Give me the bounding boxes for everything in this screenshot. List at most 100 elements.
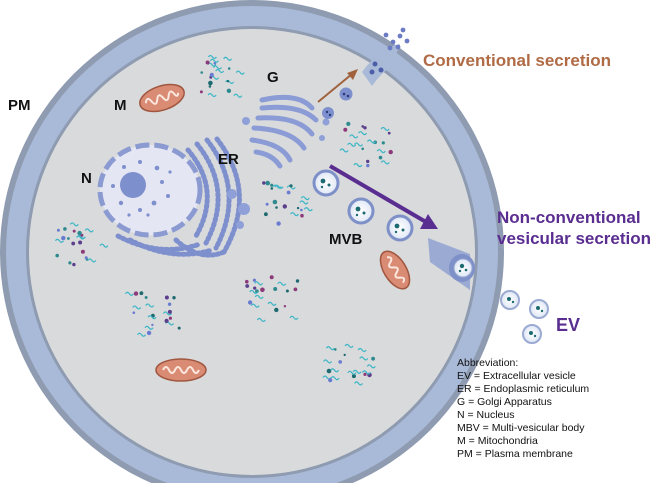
protein-dot xyxy=(289,184,293,188)
er-vesicles xyxy=(227,189,250,229)
protein-dot xyxy=(270,187,274,190)
protein-dot xyxy=(275,206,278,209)
label-er: ER xyxy=(218,151,239,168)
protein-squiggle xyxy=(136,332,147,337)
protein-dot xyxy=(77,230,82,236)
protein-dot xyxy=(199,90,203,94)
protein-squiggle xyxy=(254,281,264,286)
protein-squiggle xyxy=(235,70,245,75)
protein-squiggle xyxy=(347,142,357,147)
protein-dot xyxy=(361,125,365,128)
label-nonconventional-line2: vesicular secretion xyxy=(497,229,651,248)
protein-dot xyxy=(328,378,333,383)
protein-squiggle xyxy=(376,148,386,154)
protein-squiggle xyxy=(325,346,335,351)
protein-squiggle xyxy=(323,359,333,364)
protein-dot xyxy=(300,208,303,212)
protein-dot xyxy=(55,253,59,258)
protein-dot xyxy=(151,323,154,327)
protein-dot xyxy=(264,212,268,217)
protein-squiggle xyxy=(54,238,64,243)
protein-squiggle xyxy=(256,317,266,323)
protein-dot xyxy=(296,206,300,210)
endoplasmic-reticulum xyxy=(115,136,242,258)
protein-squiggle xyxy=(254,294,264,300)
protein-squiggle xyxy=(215,68,225,74)
protein-dot xyxy=(247,300,253,305)
label-mvb: MVB xyxy=(329,231,363,248)
protein-dot xyxy=(378,155,383,160)
protein-squiggle xyxy=(267,301,277,306)
protein-dot xyxy=(253,286,257,290)
label-nonconventional-line1: Non-conventional xyxy=(497,208,641,227)
protein-dot xyxy=(245,279,249,284)
protein-dot xyxy=(61,235,66,241)
protein-squiggle xyxy=(289,315,299,320)
extracellular-vesicles xyxy=(500,290,549,344)
abbreviation-item: MBV = Multi-vesicular body xyxy=(457,422,585,434)
protein-dot xyxy=(144,296,148,299)
golgi-apparatus xyxy=(249,94,319,169)
protein-dot xyxy=(334,348,337,351)
protein-dot xyxy=(283,305,287,308)
protein-dot xyxy=(72,262,76,267)
protein-dot xyxy=(177,326,181,330)
protein-dot xyxy=(205,60,210,65)
protein-squiggle xyxy=(207,92,217,98)
protein-dot xyxy=(132,311,136,315)
conventional-secretion-arrow xyxy=(317,69,358,103)
protein-dot xyxy=(167,309,172,314)
protein-dot xyxy=(139,291,144,296)
protein-dot xyxy=(245,284,250,288)
golgi-vesicles xyxy=(242,87,353,141)
protein-dot xyxy=(282,204,287,209)
protein-squiggle xyxy=(347,370,357,375)
protein-dot xyxy=(346,121,351,126)
plasma-membrane xyxy=(0,0,504,483)
protein-dot xyxy=(366,163,370,168)
abbreviation-item: N = Nucleus xyxy=(457,409,515,421)
protein-dot xyxy=(270,183,274,187)
protein-dot xyxy=(343,127,348,132)
protein-squiggle xyxy=(145,303,155,308)
label-n: N xyxy=(81,170,92,187)
nucleus xyxy=(97,142,203,238)
protein-dot xyxy=(371,356,375,361)
protein-dot xyxy=(363,372,367,376)
protein-squiggle xyxy=(75,235,86,240)
protein-squiggle xyxy=(124,291,134,296)
protein-squiggle xyxy=(330,368,340,373)
protein-squiggle xyxy=(366,139,377,144)
protein-dot xyxy=(167,302,172,306)
protein-dot xyxy=(67,237,70,240)
protein-dot xyxy=(286,190,291,195)
protein-dot xyxy=(168,316,172,320)
protein-dot xyxy=(272,199,278,205)
protein-squiggle xyxy=(87,258,97,263)
protein-dot xyxy=(265,180,271,186)
protein-dot xyxy=(269,275,274,280)
protein-dot xyxy=(338,360,343,364)
protein-clusters xyxy=(54,54,393,386)
nonconventional-secretion-arrow xyxy=(328,164,438,229)
protein-dot xyxy=(68,261,72,265)
protein-squiggle xyxy=(233,93,243,98)
protein-squiggle xyxy=(352,369,362,374)
label-pm: PM xyxy=(8,97,31,114)
protein-dot xyxy=(164,295,169,300)
protein-squiggle xyxy=(380,126,390,132)
protein-dot xyxy=(276,221,281,226)
protein-squiggle xyxy=(359,356,369,361)
protein-dot xyxy=(146,330,152,336)
nonconventional-exit-channel xyxy=(428,238,475,290)
protein-squiggle xyxy=(361,370,372,375)
protein-dot xyxy=(366,159,370,164)
label-ev: EV xyxy=(556,315,580,335)
conventional-exit-channel xyxy=(362,27,410,86)
protein-dot xyxy=(351,374,356,379)
protein-squiggle xyxy=(69,222,79,227)
protein-squiggle xyxy=(99,243,109,248)
protein-dot xyxy=(63,227,67,231)
abbreviation-item: PM = Plasma membrane xyxy=(457,448,573,460)
abbreviation-item: EV = Extracellular vesicle xyxy=(457,370,576,382)
